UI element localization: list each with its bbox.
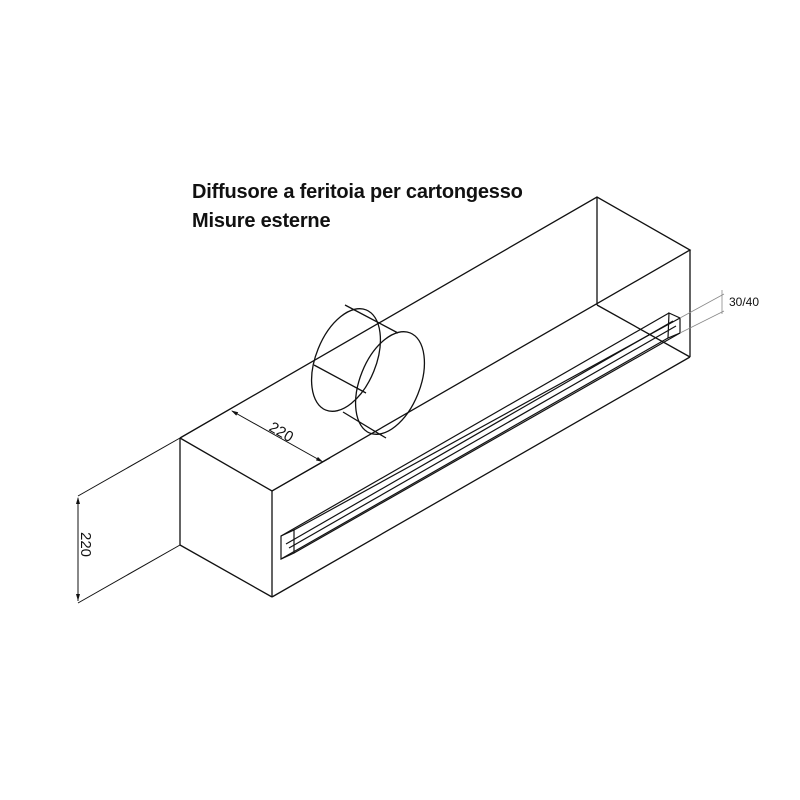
drawing-title: Diffusore a feritoia per cartongesso [192, 181, 523, 203]
title-block: Diffusore a feritoia per cartongesso Mis… [192, 178, 523, 236]
height-dimension-label: 220 [77, 532, 94, 557]
plenum-box [179, 196, 692, 598]
width-dimension-label: 220 [266, 419, 296, 446]
drawing-subtitle: Misure esterne [192, 210, 331, 232]
width-dimension [179, 407, 331, 492]
slot-dimension: 30/40 [679, 290, 759, 334]
slot-dimension-label: 30/40 [729, 295, 759, 309]
height-dimension [76, 437, 181, 604]
slot-diffuser [280, 312, 681, 560]
duct-collar [310, 304, 426, 439]
